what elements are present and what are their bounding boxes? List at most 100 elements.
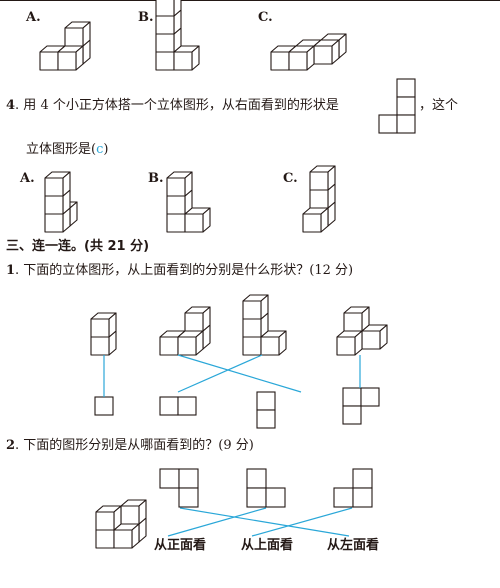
- cube-front-face: [166, 213, 186, 233]
- q4-question: 4. 用 4 个小正方体搭一个立体图形，从右面看到的形状是: [6, 98, 339, 114]
- cube-front-face: [309, 171, 329, 191]
- q3-figure-c: [270, 33, 347, 71]
- cube-front-face: [166, 195, 186, 215]
- view-square: [177, 396, 197, 416]
- view-square: [246, 468, 267, 489]
- q2-number: 2: [6, 438, 16, 453]
- q2-line-3: [251, 507, 353, 537]
- q1-text: . 下面的立体图形，从上面看到的分别是什么形状？(12 分): [15, 263, 354, 278]
- cube-front-face: [44, 177, 64, 197]
- cube-front-face: [242, 318, 262, 338]
- q2-view-1: [159, 468, 199, 508]
- cube-front-face: [166, 177, 186, 197]
- cube-front-face: [336, 336, 356, 356]
- q4-option-a-label: A.: [20, 171, 35, 186]
- cube-front-face: [44, 213, 64, 233]
- view-square: [378, 114, 398, 134]
- q4-right-view: [378, 78, 416, 134]
- cube-front-face: [57, 51, 77, 71]
- q2-solid: [95, 499, 147, 549]
- cube-front-face: [260, 336, 280, 356]
- section-title: 三、连一连。(共 21 分): [6, 239, 150, 254]
- q1-line-3: [177, 354, 263, 393]
- q1-number: 1: [6, 263, 16, 278]
- view-square: [256, 409, 276, 429]
- view-square: [256, 391, 276, 411]
- q1-question: 1. 下面的立体图形，从上面看到的分别是什么形状？(12 分): [6, 263, 353, 279]
- cube-front-face: [155, 33, 175, 53]
- view-square: [178, 487, 199, 508]
- cube-front-face: [95, 511, 115, 531]
- view-square: [246, 487, 267, 508]
- view-square: [396, 78, 416, 98]
- q4-line2-text: 立体图形是(: [26, 142, 97, 157]
- q2-label-front: 从正面看: [154, 538, 207, 553]
- q1-top-view-1: [94, 396, 114, 416]
- view-square: [159, 468, 180, 489]
- view-square: [396, 114, 416, 134]
- cube-front-face: [159, 336, 179, 356]
- view-square: [352, 468, 373, 489]
- q2-label-left: 从左面看: [327, 538, 380, 553]
- cube-front-face: [155, 15, 175, 35]
- q4-option-b-label: B.: [148, 171, 164, 186]
- q1-top-view-4: [342, 387, 380, 425]
- q1-answer-lines: [103, 354, 361, 397]
- q4-figure-a: [44, 171, 78, 233]
- view-square: [94, 396, 114, 416]
- cube-front-face: [155, 0, 175, 17]
- q2-text: . 下面的图形分别是从哪面看到的？(9 分): [15, 438, 254, 453]
- cube-front-face: [90, 336, 110, 356]
- view-square: [265, 487, 286, 508]
- q3-option-c-label: C.: [258, 10, 273, 25]
- view-square: [342, 405, 362, 425]
- q2-answer-lines: [167, 507, 353, 537]
- view-square: [159, 396, 179, 416]
- q2-line-1: [179, 507, 350, 537]
- cube-front-face: [313, 45, 333, 65]
- view-square: [352, 487, 373, 508]
- view-square: [178, 468, 199, 489]
- cube-front-face: [113, 529, 133, 549]
- q1-solid-3: [242, 294, 287, 356]
- cube-front-face: [302, 213, 322, 233]
- cube-front-face: [155, 51, 175, 71]
- cube-front-face: [120, 505, 140, 525]
- view-square: [360, 387, 380, 407]
- q4-text-tail: ，这个: [419, 98, 459, 113]
- q1-solid-1: [90, 312, 117, 356]
- q2-question: 2. 下面的图形分别是从哪面看到的？(9 分): [6, 438, 254, 454]
- q1-solid-4: [336, 306, 388, 356]
- cube-front-face: [242, 300, 262, 320]
- q1-top-view-3: [256, 391, 276, 429]
- cube-front-face: [309, 189, 329, 209]
- q1-solid-2: [159, 306, 211, 356]
- cube-front-face: [173, 51, 193, 71]
- cube-front-face: [184, 213, 204, 233]
- q2-line-2: [167, 507, 267, 537]
- q4-number: 4: [6, 98, 16, 113]
- q2-label-top: 从上面看: [241, 538, 294, 553]
- cube-front-face: [288, 51, 308, 71]
- cube-front-face: [361, 330, 381, 350]
- view-square: [342, 387, 362, 407]
- q4-answer: c: [96, 142, 104, 157]
- cube-front-face: [90, 318, 110, 338]
- q1-top-view-2: [159, 396, 197, 416]
- q4-figure-b: [166, 171, 211, 233]
- q3-option-b-label: B.: [138, 10, 154, 25]
- cube-front-face: [242, 336, 262, 356]
- q3-figure-a: [39, 21, 91, 71]
- cube-front-face: [44, 195, 64, 215]
- view-square: [396, 96, 416, 116]
- cube-front-face: [184, 312, 204, 332]
- cube-front-face: [270, 51, 290, 71]
- q3-figure-b: [155, 0, 200, 71]
- cube-front-face: [177, 336, 197, 356]
- q3-option-a-label: A.: [26, 10, 41, 25]
- top-border: [0, 0, 500, 1]
- cube-front-face: [343, 312, 363, 332]
- q4-text-line2: 立体图形是(c): [26, 142, 108, 158]
- view-square: [333, 487, 354, 508]
- q4-figure-c: [302, 165, 336, 233]
